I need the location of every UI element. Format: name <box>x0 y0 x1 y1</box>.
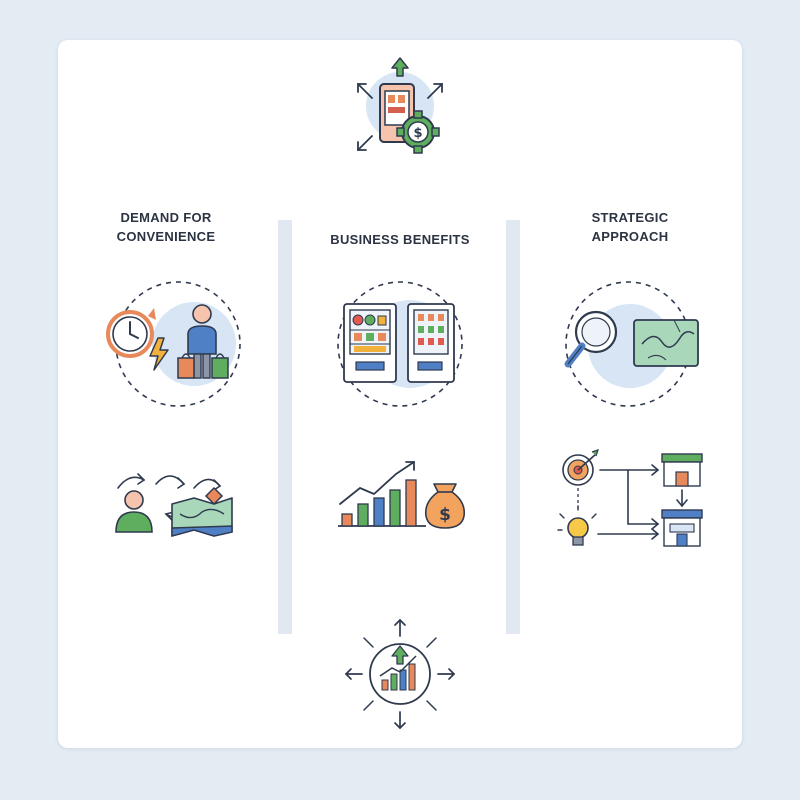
svg-text:$: $ <box>413 126 422 141</box>
expansion-growth-icon <box>340 614 460 734</box>
svg-text:$: $ <box>439 505 451 525</box>
location-research-icon <box>562 278 702 410</box>
column-title-demand: DEMAND FOR CONVENIENCE <box>116 210 216 244</box>
strategy-flow-icon <box>557 448 708 554</box>
customer-journey-map-icon <box>108 466 238 538</box>
clock-shopper-icon <box>102 278 242 410</box>
column-divider-left <box>278 220 292 634</box>
vending-machines-icon <box>334 278 466 410</box>
diagram-card: DEMAND FOR CONVENIENCE BUSINESS BENEFITS… <box>58 40 742 748</box>
column-divider-right <box>506 220 520 634</box>
vending-app-icon: $ <box>350 54 450 158</box>
growth-chart-money-icon: $ <box>334 458 470 534</box>
column-title-strategy: STRATEGIC APPROACH <box>591 210 669 244</box>
column-title-benefits: BUSINESS BENEFITS <box>330 232 470 247</box>
